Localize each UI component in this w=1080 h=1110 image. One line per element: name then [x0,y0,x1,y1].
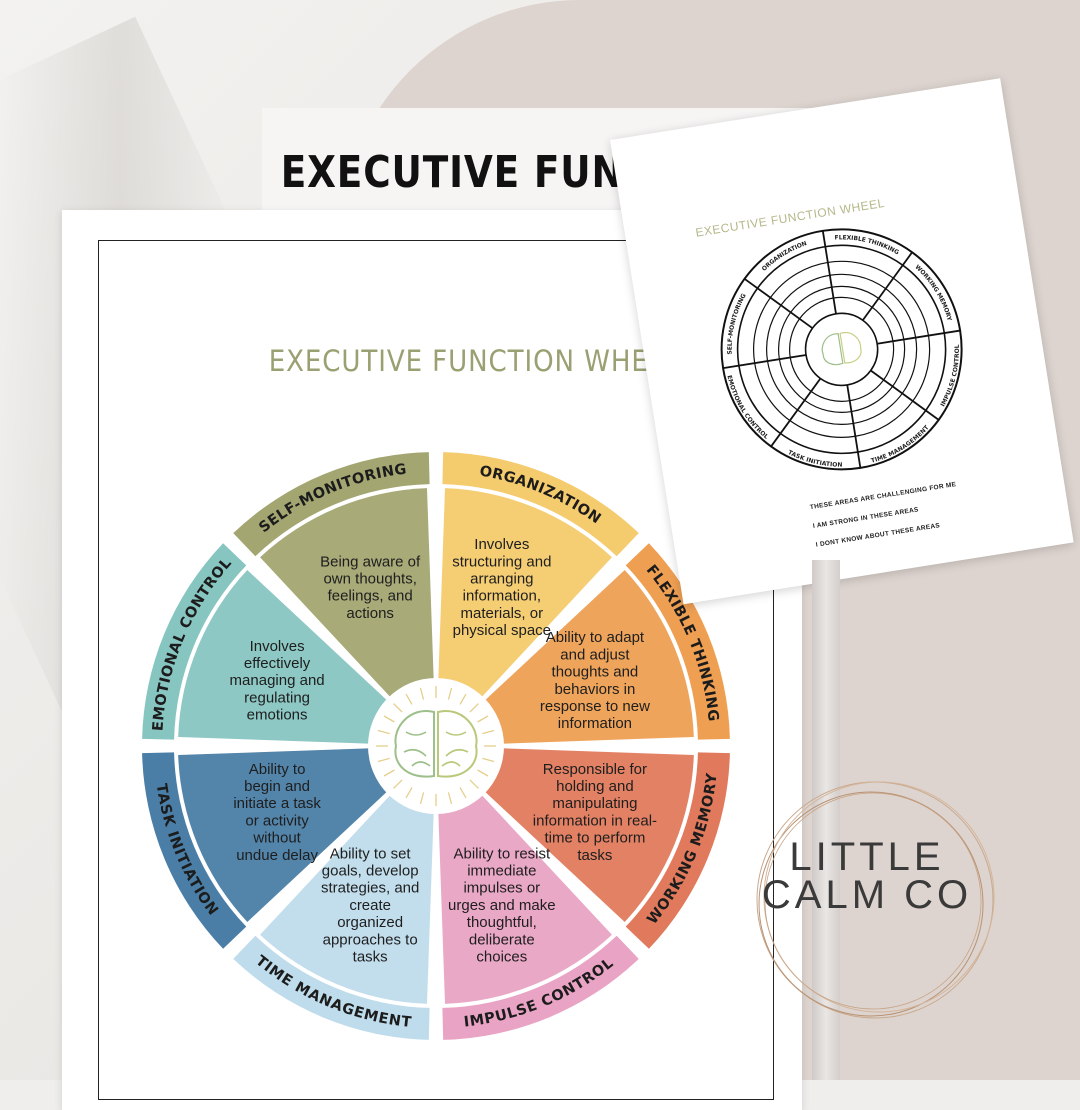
segment-ring [233,935,430,1040]
segment-body [178,746,436,922]
logo-line-1: LITTLE [789,835,945,879]
logo-rings [756,781,995,1019]
segment-ring [142,543,247,740]
segment-ring [625,752,730,949]
segment-ring [442,935,639,1040]
segment-body [260,746,436,1004]
segment-body [436,570,694,746]
logo-line-2: CALM CO [761,873,973,917]
wheel-center [368,678,504,814]
segment-body [436,746,694,922]
segment-body [436,746,612,1004]
segment-body [436,488,612,746]
segment-body [260,488,436,746]
segment-ring [625,543,730,740]
segment-ring [442,452,639,557]
logo-text: LITTLE CALM CO [752,835,982,917]
segment-ring [142,752,247,949]
preview-brain-icon [821,331,862,366]
brain-icon [376,686,496,806]
segment-ring [233,452,430,557]
preview-legend: THESE AREAS ARE CHALLENGING FOR ME I AM … [809,475,964,554]
segment-body [178,570,436,746]
preview-worksheet: EXECUTIVE FUNCTION WHEEL FLEXIBLE THINKI… [610,78,1074,605]
